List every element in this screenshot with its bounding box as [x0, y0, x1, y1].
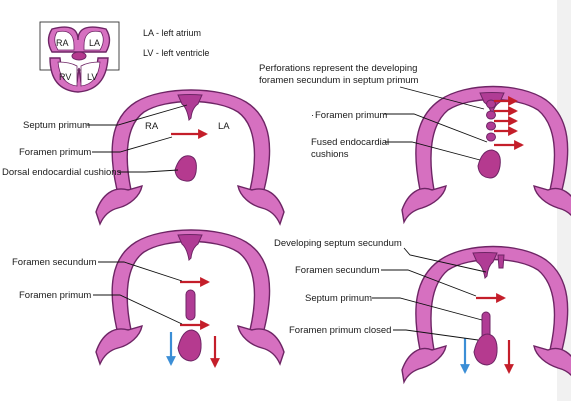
leader-foramen-primum-1	[92, 136, 173, 153]
leader-foramen-primum-closed	[393, 329, 479, 341]
inset-ra-label: RA	[56, 38, 69, 48]
panel2-perforations-1: Perforations represent the developing	[259, 63, 417, 74]
leader-foramen-primum-2	[384, 113, 488, 143]
panel1-foramen-primum: Foramen primum	[19, 147, 91, 158]
panel-4-heart	[401, 245, 571, 385]
inset-rv-label: RV	[59, 72, 71, 82]
leader-septum-primum-4	[372, 297, 483, 321]
leader-fused	[385, 141, 481, 161]
panel2-foramen-primum-bullet: ·	[311, 110, 314, 121]
leader-foramen-secundum-3	[98, 261, 183, 282]
cushion-4	[473, 333, 498, 366]
leader-foramen-primum-3	[93, 294, 183, 325]
panel-2-heart	[401, 85, 571, 225]
panel1-la: LA	[218, 121, 230, 132]
inset-la-label: LA	[89, 38, 100, 48]
panel-1-heart	[95, 89, 285, 226]
panel2-perforations-2: foramen secundum in septum primum	[259, 75, 419, 86]
legend-la: LA - left atrium	[143, 28, 201, 38]
panel2-foramen-primum: Foramen primum	[315, 110, 387, 121]
leader-septum-secundum	[403, 247, 487, 273]
panel4-foramen-primum-closed: Foramen primum closed	[289, 325, 391, 336]
cushion-3	[177, 329, 202, 362]
panel2-fused-1: Fused endocardial	[311, 137, 389, 148]
panel1-ra: RA	[145, 121, 159, 132]
leader-perforations	[399, 86, 485, 110]
panel3-foramen-secundum: Foramen secundum	[12, 257, 97, 268]
leader-septum-primum-1	[87, 104, 188, 126]
panel3-foramen-primum: Foramen primum	[19, 290, 91, 301]
leader-foramen-secundum-4	[381, 269, 477, 297]
fused-cushion-2	[477, 149, 501, 179]
leader-cushions-1	[118, 169, 179, 173]
inset-lv-label: LV	[87, 72, 97, 82]
dorsal-cushion-1	[174, 155, 197, 182]
panel-3-heart	[95, 229, 285, 366]
panel4-developing-septum-secundum: Developing septum secundum	[274, 238, 402, 249]
panel2-fused-2: cushions	[311, 149, 349, 160]
legend-lv: LV - left ventricle	[143, 48, 209, 58]
inset-heart: RA LA RV LV	[39, 21, 120, 93]
panel1-septum-primum: Septum primum	[23, 120, 90, 131]
panel4-septum-primum: Septum primum	[305, 293, 372, 304]
panel4-foramen-secundum: Foramen secundum	[295, 265, 380, 276]
panel1-dorsal-cushions: Dorsal endocardial cushions	[2, 167, 122, 178]
